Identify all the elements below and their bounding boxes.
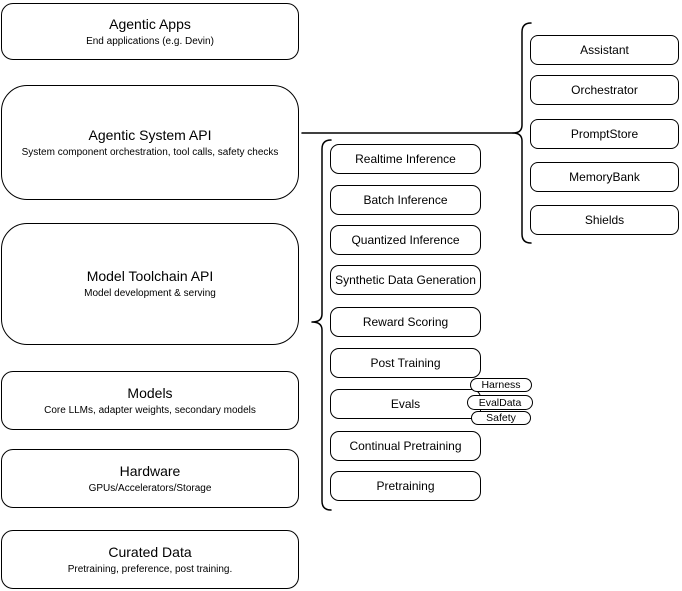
pill-label: Harness [481,379,521,391]
node-continual-pretraining: Continual Pretraining [330,431,481,461]
node-quantized-inference: Quantized Inference [330,225,481,255]
box-curated-data: Curated Data Pretraining, preference, po… [1,530,299,589]
node-label: Shields [584,213,625,227]
node-memorybank: MemoryBank [530,162,679,192]
node-label: Reward Scoring [362,315,449,329]
node-label: MemoryBank [569,170,640,184]
box-models: Models Core LLMs, adapter weights, secon… [1,371,299,430]
node-batch-inference: Batch Inference [330,185,481,215]
box-subtitle: Core LLMs, adapter weights, secondary mo… [44,404,256,416]
node-label: Orchestrator [571,83,638,97]
box-title: Agentic Apps [109,15,191,32]
pill-harness: Harness [470,378,532,392]
node-evals: Evals [330,389,481,419]
box-subtitle: GPUs/Accelerators/Storage [88,482,212,494]
node-label: Continual Pretraining [349,439,462,453]
node-label: Evals [390,397,421,411]
pill-evaldata: EvalData [467,395,533,410]
box-title: Hardware [119,462,181,479]
box-agentic-apps: Agentic Apps End applications (e.g. Devi… [1,3,299,60]
node-label: Batch Inference [363,193,448,207]
box-subtitle: Model development & serving [84,288,216,299]
box-subtitle: Pretraining, preference, post training. [67,563,233,575]
pill-label: Safety [486,412,516,424]
box-agentic-system-api: Agentic System API System component orch… [1,85,299,200]
pill-label: EvalData [478,396,522,409]
node-promptstore: PromptStore [530,119,679,149]
node-realtime-inference: Realtime Inference [330,144,481,174]
box-title: Model Toolchain API [86,268,214,284]
system-brace [512,22,532,244]
node-assistant: Assistant [530,35,679,65]
box-subtitle: System component orchestration, tool cal… [21,146,279,158]
toolchain-brace [311,139,332,511]
node-post-training: Post Training [330,348,481,378]
node-synthetic-data-generation: Synthetic Data Generation [330,265,481,295]
node-label: Post Training [370,356,441,370]
node-label: Assistant [580,43,629,57]
node-orchestrator: Orchestrator [530,75,679,105]
box-title: Agentic System API [88,126,212,143]
node-reward-scoring: Reward Scoring [330,307,481,337]
node-label: PromptStore [570,127,639,141]
box-hardware: Hardware GPUs/Accelerators/Storage [1,449,299,508]
node-label: Pretraining [376,479,435,493]
node-label: Synthetic Data Generation [335,273,476,287]
node-label: Quantized Inference [351,233,460,247]
node-pretraining: Pretraining [330,471,481,501]
pill-safety: Safety [471,411,531,425]
node-shields: Shields [530,205,679,235]
box-title: Models [127,384,173,401]
node-label: Realtime Inference [355,152,456,166]
box-subtitle: End applications (e.g. Devin) [86,35,214,47]
box-model-toolchain-api: Model Toolchain API Model development & … [1,223,299,345]
box-title: Curated Data [108,543,192,560]
